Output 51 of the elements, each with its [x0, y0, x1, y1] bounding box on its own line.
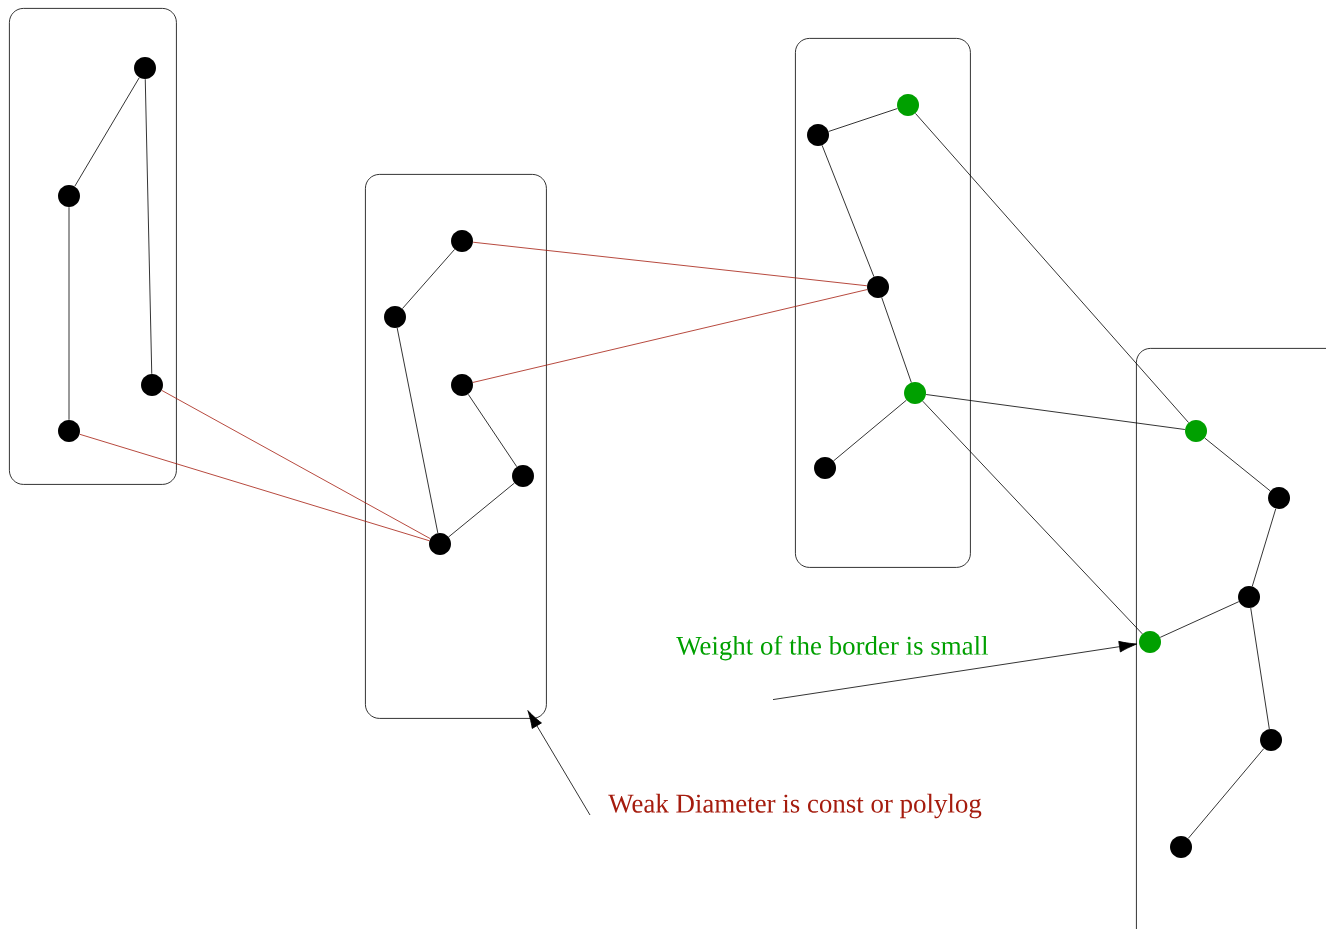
annotation-text: Weight of the border is small: [676, 635, 989, 661]
vertex-dot: [1139, 631, 1161, 653]
vertex-dot: [134, 57, 156, 79]
leader-arrow: [527, 710, 591, 816]
edge-line: [144, 78, 153, 375]
edge-line: [828, 108, 898, 132]
vertex-dot: [429, 533, 451, 555]
edge-line: [925, 394, 1186, 430]
vertex-dot: [1260, 729, 1282, 751]
annotation-text: Weak Diameter is const or polylog: [608, 793, 982, 819]
edge-line: [1187, 748, 1265, 839]
cluster-box: [1136, 348, 1326, 929]
edge-line: [833, 399, 907, 462]
vertex-dot: [1268, 487, 1290, 509]
vertex-dot: [58, 420, 80, 442]
edge-line: [915, 113, 1189, 423]
vertex-dot: [814, 457, 836, 479]
vertex-dot: [451, 374, 473, 396]
cluster-box: [9, 8, 177, 485]
vertex-dot: [1185, 420, 1207, 442]
vertex-dot: [807, 124, 829, 146]
edge-line: [161, 390, 431, 539]
cluster-box: [365, 174, 547, 719]
vertex-dot: [58, 185, 80, 207]
vertex-dot: [1170, 836, 1192, 858]
vertex-dot: [1238, 586, 1260, 608]
edge-line: [68, 206, 70, 421]
edge-line: [821, 145, 875, 277]
edge-line: [472, 289, 868, 383]
vertex-dot: [451, 230, 473, 252]
edge-line: [74, 77, 140, 187]
edge-line: [472, 241, 868, 287]
leader-arrow: [772, 640, 1138, 700]
edge-line: [448, 482, 515, 538]
edge-line: [396, 327, 439, 534]
vertex-dot: [141, 374, 163, 396]
edge-line: [402, 249, 455, 309]
vertex-dot: [384, 306, 406, 328]
cluster-box: [795, 38, 971, 568]
edge-line: [1251, 508, 1277, 587]
vertex-dot: [897, 94, 919, 116]
edge-line: [1204, 437, 1271, 492]
vertex-dot: [512, 465, 534, 487]
vertex-dot: [867, 276, 889, 298]
edge-line: [467, 393, 518, 468]
edge-line: [1159, 601, 1240, 638]
edge-line: [1250, 607, 1270, 730]
edge-line: [881, 297, 912, 383]
vertex-dot: [904, 382, 926, 404]
edge-line: [922, 400, 1143, 635]
edge-line: [79, 433, 430, 542]
